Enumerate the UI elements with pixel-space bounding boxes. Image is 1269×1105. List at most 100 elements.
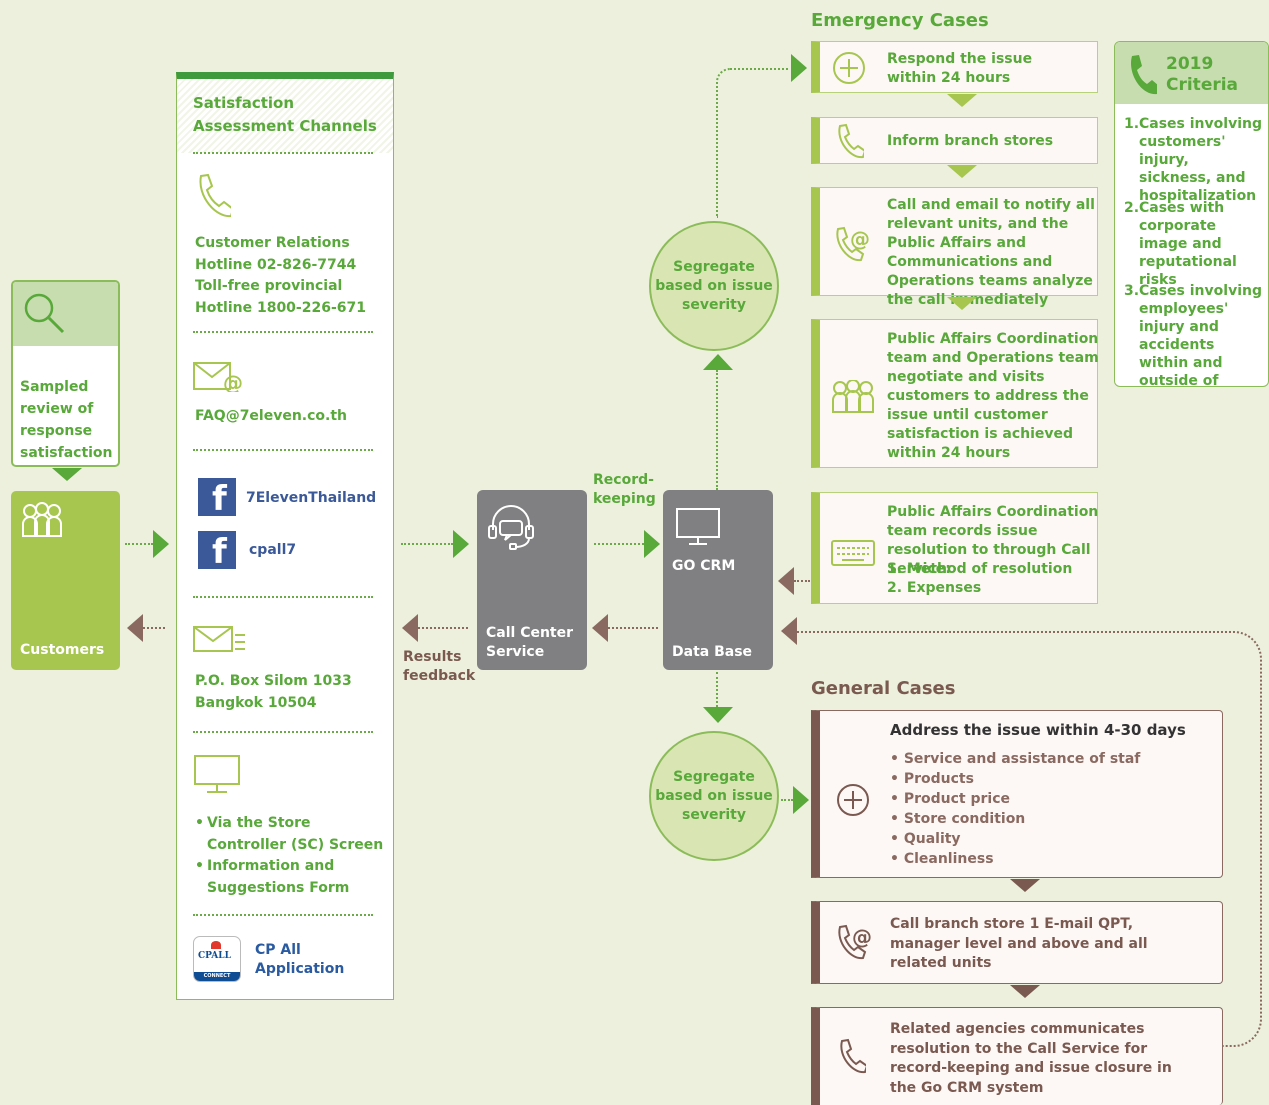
phone-icon [836,1038,866,1076]
phone-at-icon: @ [832,226,876,264]
divider [193,449,373,451]
emergency-step-3: @ Call and email to notify all relevant … [811,187,1098,308]
connector [418,627,468,629]
general-bullet: • Quality [890,831,961,847]
facebook-name-2[interactable]: cpall7 [249,542,297,558]
phone-line2: Hotline 02-826-7744 [195,257,357,273]
connector [781,799,793,801]
general-bullet-text: Store condition [903,811,1026,827]
emergency-step-4: Public Affairs Coordination team and Ope… [811,319,1099,468]
app-line1: CP All [255,942,301,958]
customers-box: Customers [11,491,120,670]
segregate-line3: severity [682,806,746,823]
general-title: General Cases [811,678,956,699]
connector [594,543,644,545]
general-bullet: • Products [890,771,974,787]
divider [193,731,373,733]
emergency-step-5-item-2: 2. Expenses [887,580,982,596]
emergency-step-4-text: Public Affairs Coordination team and Ope… [887,331,1099,461]
general-bullet: • Service and assistance of staf [890,751,1141,767]
monitor-icon [193,754,243,796]
arrow-right-icon [644,530,660,558]
sampled-review-header [13,282,118,346]
phone-at-icon: @ [834,924,878,962]
gocrm-box: GO CRM Data Base [663,490,773,670]
plus-circle-icon [832,51,866,85]
connector [125,543,153,545]
general-bullet-text: Cleanliness [903,851,994,867]
divider [193,152,373,154]
cpall-app-logo: CPALL CONNECT [193,936,241,982]
arrow-down-icon [1010,985,1040,998]
screen-bullet-2: • Information and Suggestions Form [195,856,365,899]
channels-title: Satisfaction Assessment Channels [193,94,377,135]
email-address[interactable]: FAQ@7eleven.co.th [195,408,348,424]
facebook-name-1[interactable]: 7ElevenThailand [246,490,377,506]
gocrm-title: GO CRM [672,558,736,574]
general-box-1: Address the issue within 4-30 days • Ser… [811,710,1223,878]
arrow-down-icon [947,94,977,107]
general-box-1-heading: Address the issue within 4-30 days [890,721,1186,739]
general-box-2: @ Call branch store 1 E-mail QPT, manage… [811,901,1223,984]
app-line2: Application [255,961,345,977]
emergency-step-2: Inform branch stores [811,117,1098,164]
facebook-icon: f [198,531,236,572]
connector [716,68,788,218]
segregate-line3: severity [682,296,746,313]
segregate-line1: Segregate [673,768,755,785]
general-bullet-text: Products [903,771,974,787]
segregate-line1: Segregate [673,258,755,275]
emergency-step-2-text: Inform branch stores [887,133,1054,149]
criteria-item-3-text: Cases involving employees' injury and ac… [1139,283,1262,387]
criteria-item-2-text: Cases with corporate image and reputatio… [1139,200,1237,288]
general-box-1-bullets: • Service and assistance of staf • Produ… [890,749,1140,869]
results-feedback-label-2: feedback [403,668,476,684]
record-keeping-label-2: keeping [593,491,656,507]
connector [401,543,453,545]
arrow-down-icon [52,468,82,481]
emergency-step-5-text: Public Affairs Coordination team records… [887,504,1099,577]
mail-line2: Bangkok 10504 [195,695,317,711]
arrow-down-icon [947,165,977,178]
connector [716,672,718,707]
criteria-item-3-num: 3. [1124,283,1140,299]
general-bullet-text: Quality [903,831,961,847]
criteria-item-2: 2. Cases with corporate image and reputa… [1124,199,1264,289]
svg-text:@: @ [223,371,243,392]
record-keeping-label-1: Record- [593,472,654,488]
emergency-title: Emergency Cases [811,10,989,31]
people-icon [831,380,875,414]
emergency-step-5-item-1: 1. Method of resolution [887,561,1073,577]
arrow-right-icon [793,786,809,814]
screen-bullet-1: • Via the Store Controller (SC) Screen [195,813,385,856]
divider [193,914,373,916]
cpall-logo-text: CPALL [198,951,231,961]
keyboard-icon [830,537,876,567]
connector [716,370,718,490]
phone-line4: Hotline 1800-226-671 [195,300,366,316]
arrow-left-icon [402,614,418,642]
screen-bullet-2-text: Information and Suggestions Form [207,858,350,896]
sampled-review-card: Sampled review of response satisfaction [11,280,120,467]
criteria-item-1-num: 1. [1124,116,1140,132]
emergency-step-3-text: Call and email to notify all relevant un… [887,197,1095,308]
segregate-circle-general: Segregate based on issue severity [649,731,779,861]
arrow-left-icon [778,567,794,595]
emergency-step-1: Respond the issue within 24 hours [811,41,1098,93]
call-center-box: Call Center Service [477,490,587,670]
arrow-down-icon [1010,879,1040,892]
monitor-icon [675,507,723,549]
phone-icon [193,172,231,220]
cpall-logo-sub: CONNECT [194,972,240,981]
criteria-year: 2019 [1166,54,1214,74]
arrow-left-icon [781,617,797,645]
criteria-item-1: 1. Cases involving customers' injury, si… [1124,115,1264,205]
results-feedback-label-1: Results [403,649,462,665]
segregate-line2: based on issue [655,787,773,804]
criteria-item-1-text: Cases involving customers' injury, sickn… [1139,116,1262,204]
connector [797,631,1227,633]
criteria-card: 2019 Criteria 1. Cases involving custome… [1114,41,1269,387]
criteria-title: Criteria [1166,75,1239,95]
general-box-3-text: Related agencies communicates resolution… [890,1021,1172,1096]
mail-line1: P.O. Box Silom 1033 [195,673,352,689]
